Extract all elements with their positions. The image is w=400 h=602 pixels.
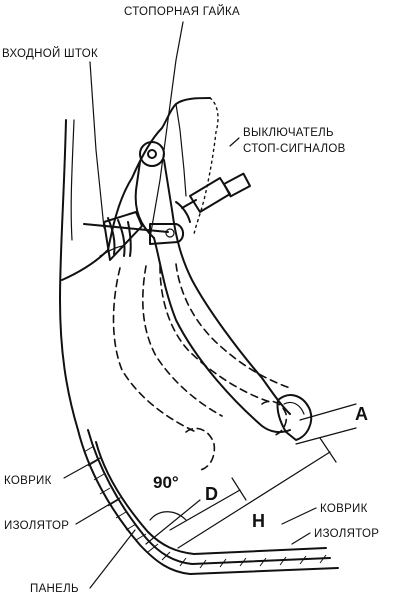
leader-lock-nut <box>149 21 184 239</box>
switch-plunger-bracket <box>175 201 191 223</box>
leader-mat-right <box>281 507 317 525</box>
label-dim-d: D <box>205 484 218 504</box>
pedal-bracket <box>61 97 219 281</box>
ghost-outer-left <box>112 267 197 433</box>
label-dim-a: A <box>355 404 368 424</box>
dim-a-line-2 <box>295 427 357 445</box>
pivot-boss <box>139 141 165 167</box>
input-rod-clevis <box>83 211 184 261</box>
label-brake-switch-line1: ВЫКЛЮЧАТЕЛЬ <box>243 127 334 139</box>
label-panel: ПАНЕЛЬ <box>30 583 79 595</box>
pedal-arm-right-edge <box>163 159 291 415</box>
dim-h-ext <box>319 437 337 463</box>
floor-mat <box>95 441 327 555</box>
boot-outline <box>103 211 143 261</box>
firewall-inner-curve <box>70 119 75 241</box>
floor-hatching <box>83 445 327 569</box>
floor-panel <box>77 429 339 575</box>
label-angle: 90° <box>153 473 179 492</box>
clevis-body <box>149 223 184 245</box>
switch-connector <box>223 172 251 198</box>
bracket-outline-dotted <box>193 97 219 235</box>
pedal-arm-upper-left <box>134 161 155 239</box>
label-dim-h: H <box>252 511 265 531</box>
pedal-arm <box>134 141 291 434</box>
pedal-pad-ridge <box>283 401 305 415</box>
ghost-inner-right <box>159 265 271 403</box>
ghost-pad-2 <box>261 400 288 437</box>
angle-ref-line <box>145 499 201 545</box>
bracket-inner-edge <box>175 103 187 197</box>
pedal-ghost-positions <box>112 263 291 471</box>
leader-lines <box>63 21 317 589</box>
floor-layers <box>77 429 339 575</box>
leader-insulator-right <box>291 532 311 545</box>
input-rod <box>83 223 169 233</box>
dim-d-line <box>169 489 241 531</box>
leader-input-rod <box>89 61 105 229</box>
label-insulator-right: ИЗОЛЯТОР <box>314 528 379 540</box>
label-insulator-left: ИЗОЛЯТОР <box>4 520 69 532</box>
brake-light-switch <box>175 172 251 223</box>
label-lock-nut: СТОПОРНАЯ ГАЙКА <box>124 5 240 18</box>
angle-arc <box>149 511 187 521</box>
dim-h-line <box>177 451 331 549</box>
label-mat-left: КОВРИК <box>4 475 52 487</box>
label-input-rod: ВХОДНОЙ ШТОК <box>2 47 98 60</box>
dimension-lines <box>145 403 357 549</box>
pedal-pad <box>276 394 313 441</box>
leader-insulator-left <box>75 497 121 525</box>
leader-panel <box>89 529 136 589</box>
switch-lock-nut <box>181 199 197 209</box>
label-mat-right: КОВРИК <box>320 503 368 515</box>
ghost-outer-right <box>175 263 291 389</box>
pivot-hole <box>147 149 157 159</box>
dim-d-ext <box>231 477 247 501</box>
dim-a-line <box>299 403 357 421</box>
ghost-pad-1 <box>185 427 216 471</box>
leader-mat-left <box>63 457 101 479</box>
label-brake-switch-line2: СТОП-СИГНАЛОВ <box>243 143 346 155</box>
firewall-outline <box>59 119 79 431</box>
firewall-curve <box>59 119 79 431</box>
clevis-pin <box>165 228 175 238</box>
leader-brake-switch <box>229 137 240 147</box>
ghost-inner-left <box>142 265 223 417</box>
pedal-pad-shape <box>276 394 313 441</box>
floor-insulator <box>87 429 331 565</box>
pedal-arm-left-edge <box>153 237 291 434</box>
